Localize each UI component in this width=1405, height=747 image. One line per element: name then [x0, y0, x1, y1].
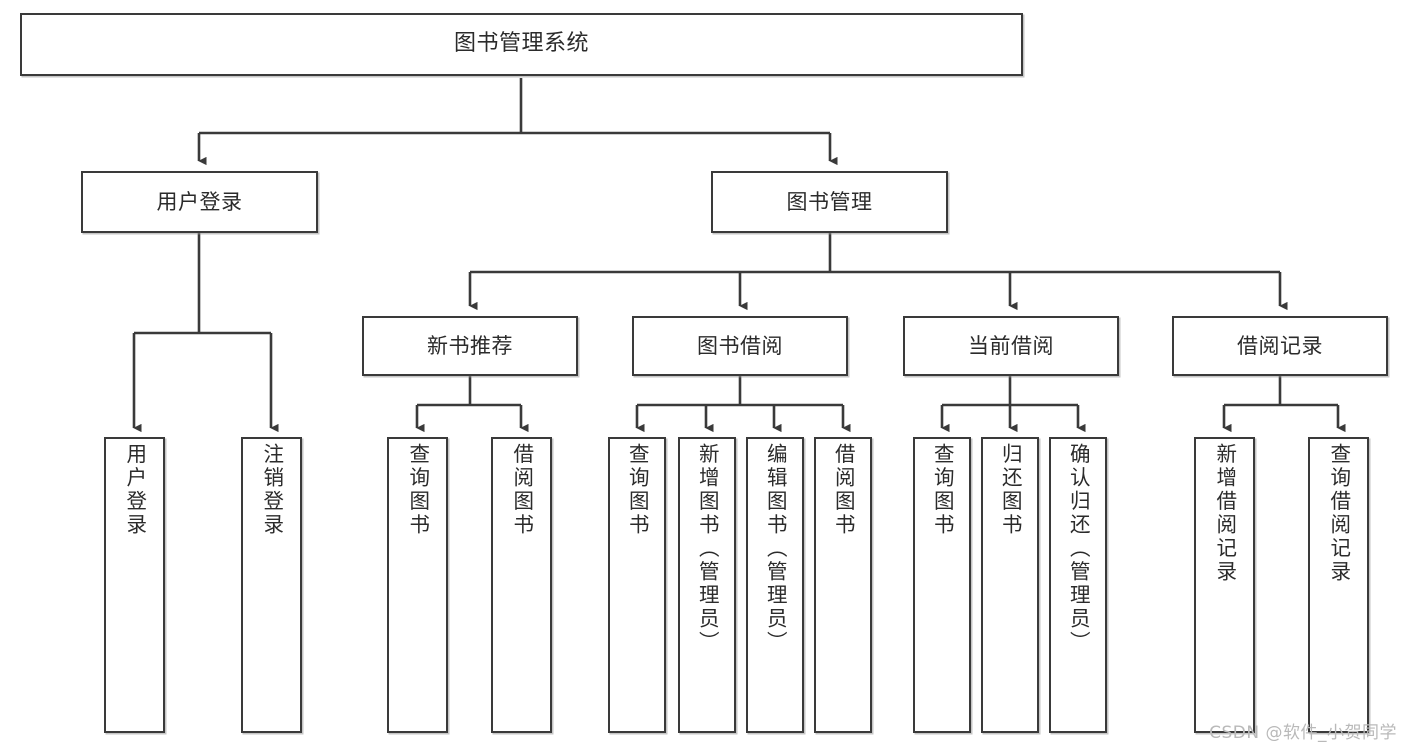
- node-borrowing-record[interactable]: 借阅记录: [1172, 316, 1388, 376]
- leaf-borrow-record-query-record[interactable]: 查询借阅记录: [1308, 437, 1369, 733]
- leaf-borrow-record-add-record-label: 新增借阅记录: [1212, 443, 1237, 584]
- leaf-new-book-query-book[interactable]: 查询图书: [387, 437, 448, 733]
- leaf-book-borrow-add-book-label: 新增图书（管理员）: [695, 443, 720, 655]
- node-current-borrowing-label: 当前借阅: [968, 333, 1054, 358]
- leaf-user-login-login[interactable]: 用户登录: [104, 437, 165, 733]
- node-root-book-management-system[interactable]: 图书管理系统: [20, 13, 1023, 76]
- node-user-login-label: 用户登录: [156, 189, 243, 214]
- node-current-borrowing[interactable]: 当前借阅: [903, 316, 1119, 376]
- leaf-current-borrow-confirm-return[interactable]: 确认归还（管理员）: [1049, 437, 1107, 733]
- leaf-book-borrow-borrow-book-label: 借阅图书: [831, 443, 856, 537]
- leaf-user-login-logout-label: 注销登录: [259, 443, 284, 537]
- leaf-user-login-login-label: 用户登录: [122, 443, 147, 537]
- leaf-new-book-query-book-label: 查询图书: [405, 443, 430, 537]
- leaf-current-borrow-query-book[interactable]: 查询图书: [913, 437, 971, 733]
- leaf-book-borrow-add-book[interactable]: 新增图书（管理员）: [678, 437, 736, 733]
- leaf-user-login-logout[interactable]: 注销登录: [241, 437, 302, 733]
- leaf-book-borrow-edit-book[interactable]: 编辑图书（管理员）: [746, 437, 804, 733]
- leaf-current-borrow-confirm-return-label: 确认归还（管理员）: [1066, 443, 1091, 655]
- leaf-borrow-record-add-record[interactable]: 新增借阅记录: [1194, 437, 1255, 733]
- leaf-book-borrow-borrow-book[interactable]: 借阅图书: [814, 437, 872, 733]
- node-book-management[interactable]: 图书管理: [711, 171, 948, 233]
- node-user-login[interactable]: 用户登录: [81, 171, 318, 233]
- csdn-watermark: CSDN @软件_小贺同学: [1209, 723, 1397, 743]
- leaf-current-borrow-return-book-label: 归还图书: [998, 443, 1023, 537]
- leaf-new-book-borrow-book[interactable]: 借阅图书: [491, 437, 552, 733]
- node-new-book-recommendation-label: 新书推荐: [427, 333, 513, 358]
- node-book-management-label: 图书管理: [786, 189, 873, 214]
- leaf-book-borrow-query-book-label: 查询图书: [625, 443, 650, 537]
- leaf-borrow-record-query-record-label: 查询借阅记录: [1326, 443, 1351, 584]
- leaf-book-borrow-query-book[interactable]: 查询图书: [608, 437, 666, 733]
- leaf-new-book-borrow-book-label: 借阅图书: [509, 443, 534, 537]
- leaf-book-borrow-edit-book-label: 编辑图书（管理员）: [763, 443, 788, 655]
- leaf-current-borrow-return-book[interactable]: 归还图书: [981, 437, 1039, 733]
- leaf-current-borrow-query-book-label: 查询图书: [930, 443, 955, 537]
- node-book-borrowing[interactable]: 图书借阅: [632, 316, 848, 376]
- node-root-label: 图书管理系统: [453, 31, 589, 57]
- node-borrowing-record-label: 借阅记录: [1237, 333, 1323, 358]
- node-book-borrowing-label: 图书借阅: [697, 333, 783, 358]
- node-new-book-recommendation[interactable]: 新书推荐: [362, 316, 578, 376]
